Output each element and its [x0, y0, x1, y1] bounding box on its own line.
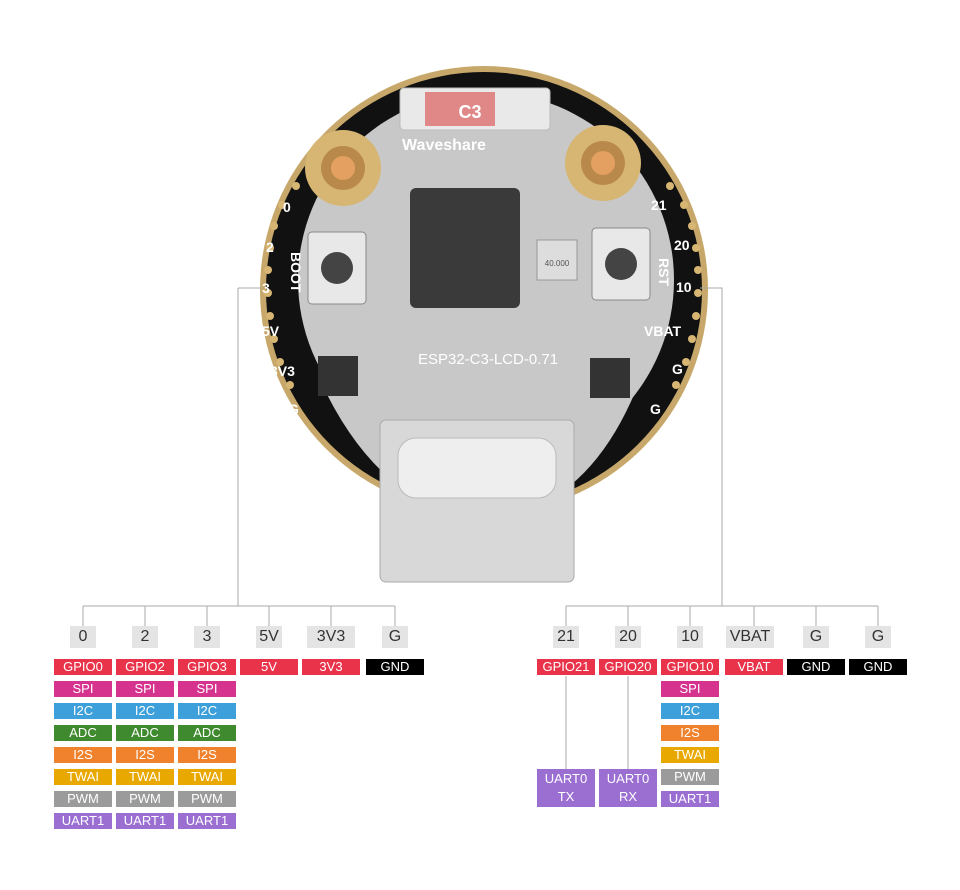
tag-twai-left-1: TWAI: [116, 769, 174, 785]
silk-right-g1: G: [672, 361, 683, 377]
tag-pwm-left-1: PWM: [116, 791, 174, 807]
tag-pwm-left-0: PWM: [54, 791, 112, 807]
tag-adc-left-2: ADC: [178, 725, 236, 741]
tag-uart0-right-1: UART0 RX: [599, 769, 657, 807]
crystal-label: 40.000: [545, 259, 570, 268]
brand-label: Waveshare: [402, 137, 486, 154]
tag-gpio3-left-2: GPIO3: [178, 659, 236, 675]
silk-right-20: 20: [674, 237, 690, 253]
tag-gpio20-right-1: GPIO20: [599, 659, 657, 675]
tag-gpio2-left-1: GPIO2: [116, 659, 174, 675]
esp32-chip: [410, 188, 520, 308]
tag-i2c-left-2: I2C: [178, 703, 236, 719]
rst-label: RST: [656, 258, 672, 286]
pin-number-vbat: VBAT: [726, 626, 774, 648]
pin-number-20: 20: [615, 626, 641, 648]
pin-number-g-1: G: [803, 626, 829, 648]
tag-i2c-left-0: I2C: [54, 703, 112, 719]
silk-left-5v: 5V: [262, 323, 280, 339]
model-label: ESP32-C3-LCD-0.71: [418, 351, 558, 368]
silk-left-g: G: [288, 401, 299, 417]
tag-gpio21-right-0: GPIO21: [537, 659, 595, 675]
boot-label: BOOT: [288, 252, 304, 293]
tag-uart1-left-0: UART1: [54, 813, 112, 829]
antenna-mark: [425, 92, 495, 126]
tag-spi-left-1: SPI: [116, 681, 174, 697]
pin-number-3v3: 3V3: [307, 626, 355, 648]
crystal: [536, 239, 578, 281]
tag-uart1-left-2: UART1: [178, 813, 236, 829]
tag-pwm-left-2: PWM: [178, 791, 236, 807]
pin-number-g: G: [382, 626, 408, 648]
pin-number-0: 0: [70, 626, 96, 648]
tag-twai-left-0: TWAI: [54, 769, 112, 785]
silk-left-0: 0: [283, 199, 291, 215]
pin-number-5v: 5V: [256, 626, 282, 648]
tag-spi-right-2: SPI: [661, 681, 719, 697]
tag-i2s-left-2: I2S: [178, 747, 236, 763]
tag-vbat-right-3: VBAT: [725, 659, 783, 675]
right-pin-dots: [666, 182, 702, 389]
tag-uart0-right-0: UART0 TX: [537, 769, 595, 807]
pin-number-10: 10: [677, 626, 703, 648]
silk-right-21: 21: [651, 197, 667, 213]
tag-spi-left-0: SPI: [54, 681, 112, 697]
silk-right-vbat: VBAT: [644, 323, 682, 339]
tag-uart1-left-1: UART1: [116, 813, 174, 829]
tag-spi-left-2: SPI: [178, 681, 236, 697]
silk-left-3: 3: [262, 280, 270, 296]
tag-adc-left-1: ADC: [116, 725, 174, 741]
antenna-label: C3: [458, 102, 481, 122]
tag-pwm-right-2: PWM: [661, 769, 719, 785]
tag-twai-left-2: TWAI: [178, 769, 236, 785]
pin-number-g-2: G: [865, 626, 891, 648]
board-illustration: C3 Waveshare ESP32-C3-LCD-0.71 40.000 BO…: [260, 66, 708, 583]
silk-left-2: 2: [266, 239, 274, 255]
tag-5v-left-3: 5V: [240, 659, 298, 675]
tag-i2s-left-0: I2S: [54, 747, 112, 763]
silk-right-g2: G: [650, 401, 661, 417]
tag-3v3-left-4: 3V3: [302, 659, 360, 675]
tag-gnd-right-5: GND: [849, 659, 907, 675]
silk-left-3v3: 3V3: [270, 363, 295, 379]
tag-i2c-right-2: I2C: [661, 703, 719, 719]
tag-i2s-right-2: I2S: [661, 725, 719, 741]
pin-number-21: 21: [553, 626, 579, 648]
left-pin-dots: [264, 182, 300, 389]
tag-gpio10-right-2: GPIO10: [661, 659, 719, 675]
pin-number-3: 3: [194, 626, 220, 648]
pin-number-2: 2: [132, 626, 158, 648]
tag-adc-left-0: ADC: [54, 725, 112, 741]
tag-gpio0-left-0: GPIO0: [54, 659, 112, 675]
tag-gnd-left-5: GND: [366, 659, 424, 675]
tag-twai-right-2: TWAI: [661, 747, 719, 763]
silk-right-10: 10: [676, 279, 692, 295]
tag-i2s-left-1: I2S: [116, 747, 174, 763]
tag-i2c-left-1: I2C: [116, 703, 174, 719]
tag-uart1-right-2: UART1: [661, 791, 719, 807]
tag-gnd-right-4: GND: [787, 659, 845, 675]
